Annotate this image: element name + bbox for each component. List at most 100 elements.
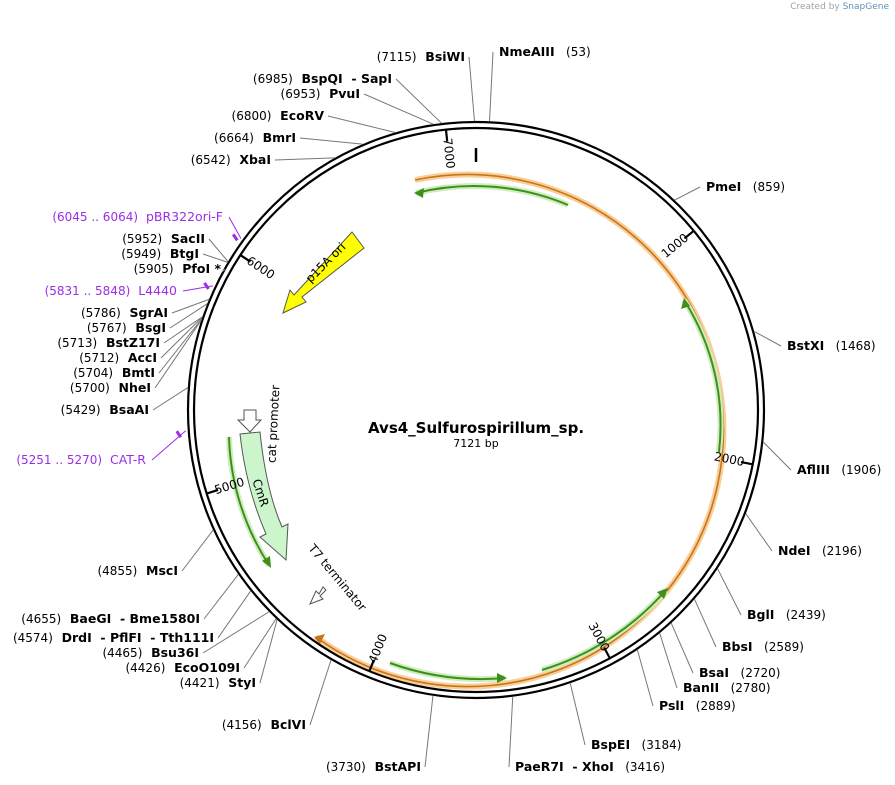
- tick-label-5000: 5000: [213, 475, 246, 497]
- primer-site-CAT-R[interactable]: (5251 .. 5270) CAT-R: [16, 452, 146, 467]
- enzyme-site-Bsu36I[interactable]: (4465) Bsu36I: [102, 645, 199, 660]
- enzyme-site-BmrI[interactable]: (6664) BmrI: [214, 130, 296, 145]
- enzyme-site-PslI[interactable]: PslI (2889): [659, 698, 736, 713]
- enzyme-pos-BstZ17I: (5713): [57, 336, 97, 350]
- enzyme-site-BspEI[interactable]: BspEI (3184): [591, 737, 681, 752]
- enzyme-name2-PaeR7I: XhoI: [582, 759, 614, 774]
- enzyme-name2-DrdI: PflFI: [110, 630, 142, 645]
- enzyme-label-MscI: (4855) MscI: [97, 563, 178, 578]
- leader-BtgI: [202, 253, 228, 263]
- enzyme-pos-AflIII: (1906): [830, 463, 881, 477]
- enzyme-name-MscI: MscI: [137, 563, 178, 578]
- leader-PaeR7I: [508, 696, 514, 768]
- leader-BspEI: [569, 683, 586, 746]
- enzyme-pos-PmeI: (859): [741, 180, 785, 194]
- enzyme-site-NmeAIII[interactable]: NmeAIII (53): [499, 44, 591, 59]
- enzyme-site-BstAPI[interactable]: (3730) BstAPI: [326, 759, 421, 774]
- primer-mark-L4440: [203, 282, 210, 290]
- enzyme-site-StyI[interactable]: (4421) StyI: [180, 675, 256, 690]
- orf-arrowheads: [262, 188, 690, 683]
- enzyme-site-DrdI[interactable]: (4574) DrdI - PflFI - Tth111I: [13, 630, 214, 645]
- leader-PslI: [636, 649, 654, 707]
- leader-SacII: [208, 238, 229, 262]
- enzyme-site-BsiWI[interactable]: (7115) BsiWI: [377, 49, 465, 64]
- enzyme-label-SacII: (5952) SacII: [122, 231, 205, 246]
- tick-6000: [239, 254, 252, 263]
- enzyme-name-PaeR7I: PaeR7I: [515, 759, 564, 774]
- enzyme-site-BsaI[interactable]: BsaI (2720): [699, 665, 780, 680]
- enzyme-pos-BsaAI: (5429): [61, 403, 101, 417]
- leader-NheI: [154, 319, 202, 389]
- enzyme-pos-Bsu36I: (4465): [102, 646, 142, 660]
- enzyme-site-BbsI[interactable]: BbsI (2589): [722, 639, 804, 654]
- enzyme-name-BstAPI: BstAPI: [366, 759, 421, 774]
- enzyme-name-BspQI: BspQI: [293, 71, 343, 86]
- enzyme-pos-PaeR7I: (3416): [614, 760, 665, 774]
- enzyme-name-BglI: BglI: [747, 607, 774, 622]
- enzyme-label-NheI: (5700) NheI: [70, 380, 151, 395]
- enzyme-site-NheI[interactable]: (5700) NheI: [70, 380, 151, 395]
- enzyme-pos-DrdI: (4574): [13, 631, 53, 645]
- enzyme-site-BclVI[interactable]: (4156) BclVI: [222, 717, 306, 732]
- enzyme-site-PaeR7I[interactable]: PaeR7I - XhoI (3416): [515, 759, 665, 774]
- tick-label-2000: 2000: [713, 449, 746, 469]
- feature-cat-promoter[interactable]: cat promoter: [236, 385, 283, 464]
- feature-T7-terminator[interactable]: T7 terminator: [305, 541, 369, 614]
- enzyme-label-BstXI: BstXI (1468): [787, 338, 876, 353]
- enzyme-name-BaeGI: BaeGI: [61, 611, 111, 626]
- enzyme-site-EcoO109I[interactable]: (4426) EcoO109I: [125, 660, 240, 675]
- enzyme-site-BstZ17I[interactable]: (5713) BstZ17I: [57, 335, 160, 350]
- leader-BsaI: [670, 622, 694, 674]
- enzyme-site-BspQI[interactable]: (6985) BspQI - SapI: [253, 71, 392, 86]
- enzyme-site-BsaAI[interactable]: (5429) BsaAI: [61, 402, 149, 417]
- enzyme-name-EcoRV: EcoRV: [271, 108, 324, 123]
- enzyme-name-SgrAI: SgrAI: [121, 305, 168, 320]
- tick-label-1000: 1000: [659, 231, 691, 261]
- enzyme-site-BaeGI[interactable]: (4655) BaeGI - Bme1580I: [21, 611, 200, 626]
- cat-promoter-label: cat promoter: [264, 385, 282, 464]
- enzyme-site-SgrAI[interactable]: (5786) SgrAI: [81, 305, 168, 320]
- feature-p15A-ori[interactable]: p15A ori: [282, 231, 365, 314]
- enzyme-label-BglI: BglI (2439): [747, 607, 826, 622]
- enzyme-site-XbaI[interactable]: (6542) XbaI: [191, 152, 271, 167]
- leader-EcoO109I: [243, 618, 277, 669]
- enzyme-site-PfoI[interactable]: (5905) PfoI *: [134, 261, 222, 276]
- enzyme-site-PvuI[interactable]: (6953) PvuI: [281, 86, 360, 101]
- enzyme-label-AflIII: AflIII (1906): [797, 462, 881, 477]
- credit-prefix: Created by: [790, 2, 840, 12]
- orf-green-4-core: [389, 662, 506, 681]
- primer-site-pBR322ori-F[interactable]: (6045 .. 6064) pBR322ori-F: [52, 209, 223, 224]
- primer-sites: (6045 .. 6064) pBR322ori-F (5831 .. 5848)…: [16, 209, 242, 467]
- enzyme-site-EcoRV[interactable]: (6800) EcoRV: [232, 108, 325, 123]
- CmR-arrow: [239, 431, 289, 562]
- enzyme-site-MscI[interactable]: (4855) MscI: [97, 563, 178, 578]
- enzyme-site-BsgI[interactable]: (5767) BsgI: [87, 320, 166, 335]
- enzyme-name-BsiWI: BsiWI: [417, 49, 465, 64]
- enzyme-site-BglI[interactable]: BglI (2439): [747, 607, 826, 622]
- enzyme-site-PmeI[interactable]: PmeI (859): [706, 179, 785, 194]
- enzyme-pos-BbsI: (2589): [753, 640, 804, 654]
- feature-CmR[interactable]: CmR: [239, 431, 289, 562]
- enzyme-site-BtgI[interactable]: (5949) BtgI: [121, 246, 199, 261]
- enzyme-name-NheI: NheI: [110, 380, 151, 395]
- leader-BbsI: [694, 598, 717, 648]
- primer-name-CAT-R: CAT-R: [102, 452, 146, 467]
- enzyme-site-BmtI[interactable]: (5704) BmtI: [73, 365, 155, 380]
- T7-terminator-arrow: [309, 586, 327, 605]
- enzyme-pos-BclVI: (4156): [222, 718, 262, 732]
- enzyme-name-BmrI: BmrI: [254, 130, 296, 145]
- enzyme-site-SacII[interactable]: (5952) SacII: [122, 231, 205, 246]
- leader-BmrI: [299, 137, 363, 145]
- leader-AflIII: [762, 441, 792, 471]
- enzyme-name-AflIII: AflIII: [797, 462, 830, 477]
- enzyme-site-BanII[interactable]: BanII (2780): [683, 680, 771, 695]
- enzyme-label-PaeR7I: PaeR7I - XhoI (3416): [515, 759, 665, 774]
- primer-site-L4440[interactable]: (5831 .. 5848) L4440: [45, 283, 177, 298]
- enzyme-site-NdeI[interactable]: NdeI (2196): [778, 543, 862, 558]
- enzyme-site-AccI[interactable]: (5712) AccI: [79, 350, 157, 365]
- enzyme-site-AflIII[interactable]: AflIII (1906): [797, 462, 881, 477]
- enzyme-label-DrdI: (4574) DrdI - PflFI - Tth111I: [13, 630, 214, 645]
- enzyme-site-BstXI[interactable]: BstXI (1468): [787, 338, 876, 353]
- enzyme-name-PfoI: PfoI *: [174, 261, 222, 276]
